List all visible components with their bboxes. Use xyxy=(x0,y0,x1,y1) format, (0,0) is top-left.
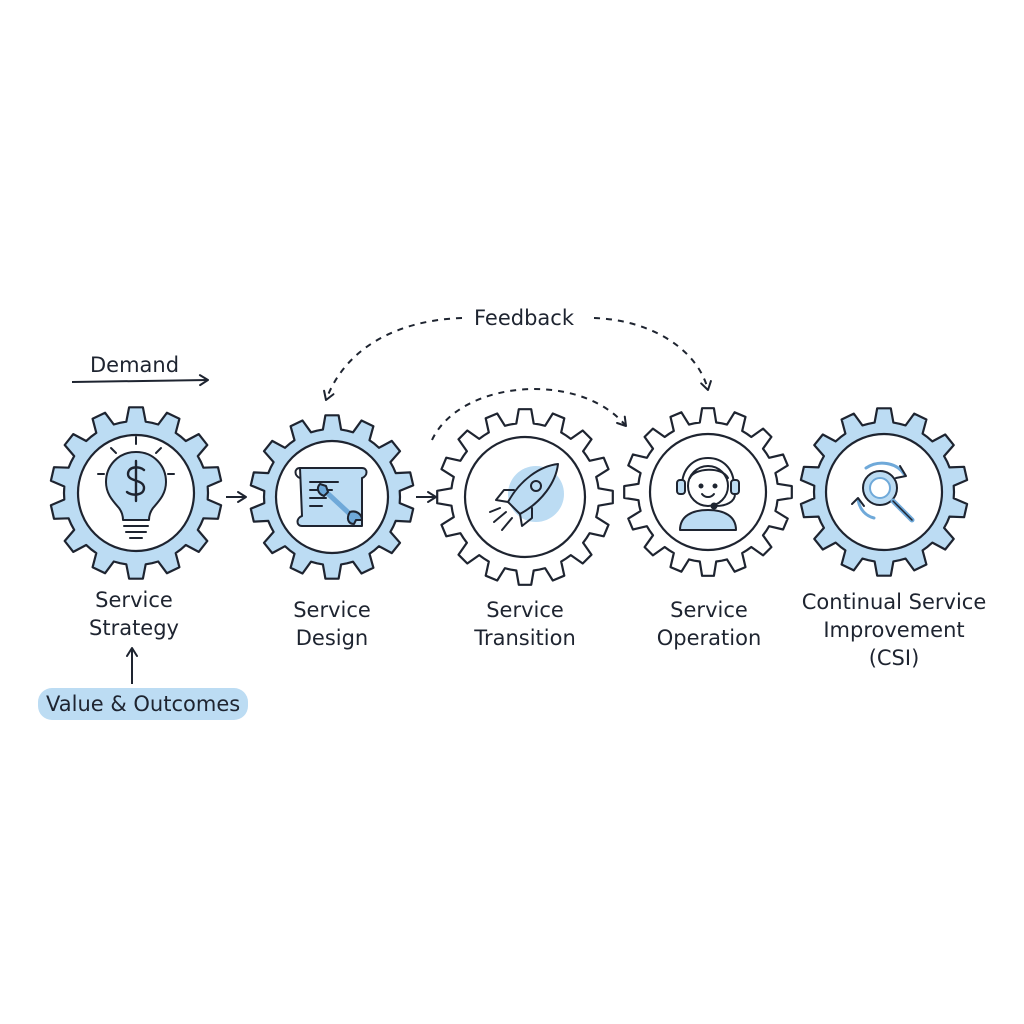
stage-label-continual-service-improvement: Continual Service Improvement (CSI) xyxy=(801,590,987,670)
stage-label-service-operation: Service Operation xyxy=(656,598,762,650)
feedback-arc-right xyxy=(593,317,712,391)
stage-label-service-design: Service Design xyxy=(293,598,371,650)
rocket-icon xyxy=(489,463,564,531)
value-outcomes-label: Value & Outcomes xyxy=(38,688,249,720)
feedback-label: Feedback xyxy=(474,306,575,330)
demand-label: Demand xyxy=(90,353,180,377)
blueprint-wrench-icon xyxy=(294,467,368,527)
feedback-arc-left xyxy=(323,317,463,401)
stage-label-service-transition: Service Transition xyxy=(474,598,576,650)
support-agent-headset-icon xyxy=(676,457,740,531)
stage-label-service-strategy: Service Strategy xyxy=(89,588,179,640)
magnifier-cycle-icon xyxy=(851,461,915,523)
demand-arrow xyxy=(71,374,209,387)
lightbulb-dollar-icon xyxy=(97,436,175,539)
transition-operation-arc xyxy=(431,388,627,441)
